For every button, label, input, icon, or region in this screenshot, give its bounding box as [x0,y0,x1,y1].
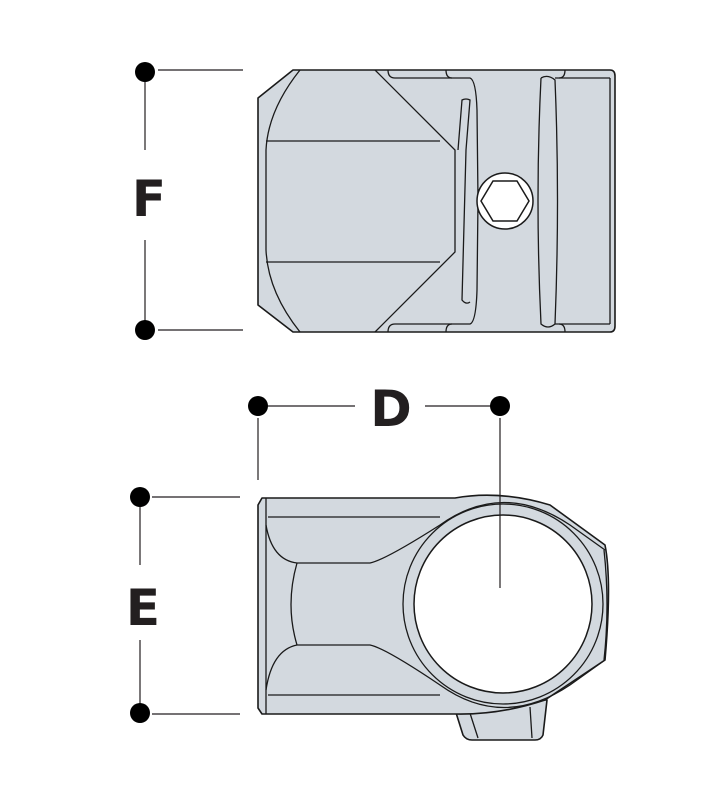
dimension-e: E [126,487,240,723]
top-view-body [257,69,616,333]
dimension-endpoint [248,396,268,416]
dimension-f: F [132,62,243,340]
tube-bore [413,514,593,694]
label-f: F [132,170,166,228]
dimension-d: D [248,380,510,588]
hex-socket-icon [480,180,530,222]
dimension-endpoint [130,703,150,723]
side-view [257,494,610,741]
dimension-endpoint [130,487,150,507]
dimension-endpoint [135,62,155,82]
label-d: D [370,380,412,438]
dimension-endpoint [135,320,155,340]
top-view [257,69,616,333]
label-e: E [126,579,160,637]
dimension-endpoint [490,396,510,416]
